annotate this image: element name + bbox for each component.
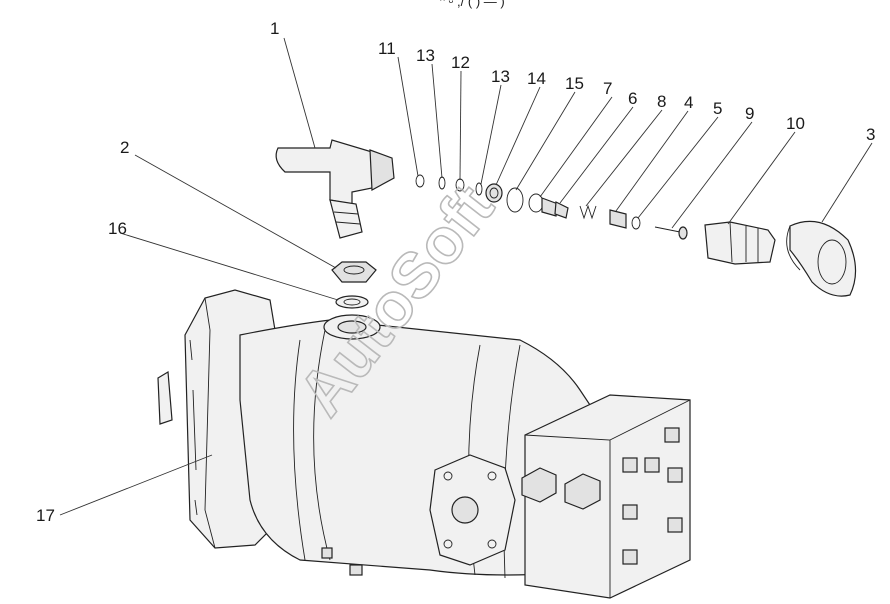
part-13-ring-b [475,182,483,196]
part-16-washer [335,295,369,309]
part-6-valve [554,201,569,219]
callout-17: 17 [36,506,55,525]
part-15-seal [506,187,524,213]
part-2-nut [331,261,377,283]
part-11-ring [415,174,425,188]
callout-6: 6 [628,89,637,108]
callout-11: 11 [378,39,396,58]
callout-4: 4 [684,93,693,112]
part-7-seat [528,193,559,217]
part-5-washer [631,216,641,230]
leader-lines [59,37,873,516]
part-3-dust-cap [786,220,857,297]
part-14-bushing [485,183,503,203]
callout-8: 8 [657,92,666,111]
header-fragment: ᵔ ᵕ ,/ ( ) — ) [440,0,505,9]
callout-10: 10 [786,114,805,133]
part-10-coupling [704,221,776,265]
callout-14: 14 [527,69,546,88]
part-17-motor-housing [157,289,691,599]
part-8-spring [579,204,597,220]
callout-labels: 1 2 3 4 5 6 7 8 9 10 11 12 13 13 14 15 1… [36,19,875,525]
callout-12: 12 [451,53,470,72]
part-4-sleeve [609,209,627,229]
callout-9: 9 [745,104,754,123]
callout-2: 2 [120,138,129,157]
callout-13-first: 13 [416,46,435,65]
callout-15: 15 [565,74,584,93]
part-9-pin [654,226,688,240]
callout-1: 1 [270,19,279,38]
callout-7: 7 [603,79,612,98]
callout-5: 5 [713,99,722,118]
callout-13-second: 13 [491,67,510,86]
callout-3: 3 [866,125,875,144]
callout-16: 16 [108,219,127,238]
part-1-tee-fitting [275,139,395,239]
